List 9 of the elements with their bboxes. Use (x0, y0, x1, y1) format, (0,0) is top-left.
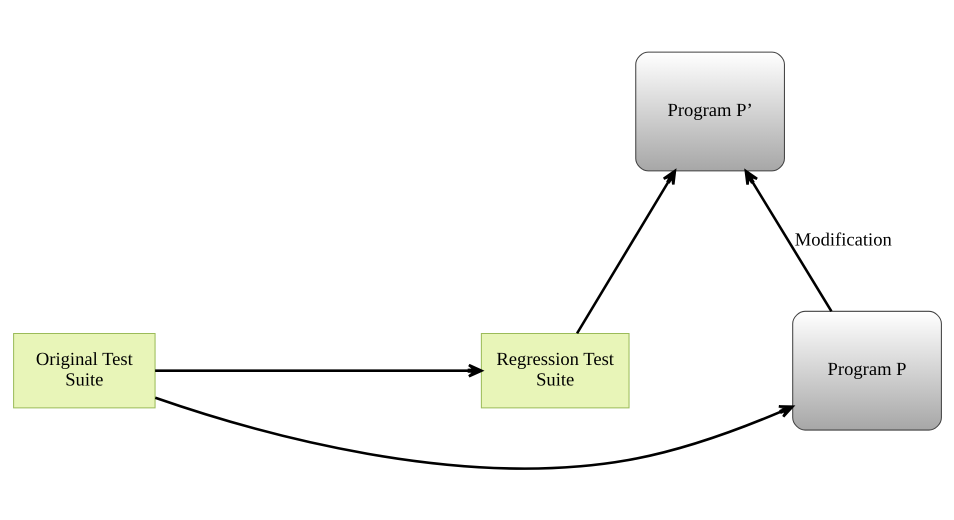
arrow (154, 363, 482, 378)
node-box: Program P (792, 310, 942, 430)
node-box: Regression Test Suite (480, 332, 630, 408)
arrow (154, 396, 794, 470)
arrow (744, 169, 832, 312)
edge-label: Modification (794, 229, 892, 250)
node-box: Original Test Suite (12, 332, 156, 408)
node-box: Program P’ (634, 51, 784, 171)
arrow (575, 169, 676, 334)
